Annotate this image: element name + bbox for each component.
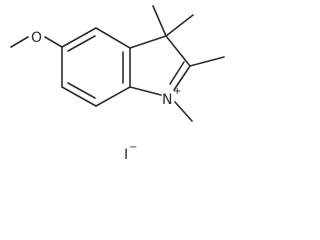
iodide-charge: − (129, 142, 137, 153)
iodide-label: I (124, 147, 128, 163)
structure-canvas: O N + I − (10, 5, 225, 163)
oxygen-label: O (31, 30, 42, 46)
bond-c7-c6 (61, 86, 97, 107)
bond-c3-c2 (165, 35, 191, 67)
nitrogen-label: N (162, 92, 172, 108)
bond-c2-n1 (173, 65, 191, 91)
bond-c3-methyl-left (152, 5, 167, 37)
bond-c2-methyl (189, 56, 225, 67)
bond-n-methyl (174, 101, 193, 122)
bond-c3a-c3 (129, 35, 167, 49)
bond-c4-c3a (95, 27, 131, 49)
bond-methyl-o (10, 36, 29, 48)
bond-c2-n1-double (169, 61, 185, 85)
nitrogen-charge: + (173, 86, 181, 97)
bond-n1-c7a (129, 86, 162, 96)
skeletal-formula: O N + I − (10, 5, 225, 163)
bond-c3-methyl-right (165, 14, 194, 37)
bond-c7a-c7 (95, 86, 131, 107)
bond-o-c5 (44, 36, 63, 48)
bond-c7-c6-inner (67, 82, 96, 99)
bond-c5-c4 (61, 27, 97, 48)
bond-c5-c4-inner (67, 35, 96, 52)
